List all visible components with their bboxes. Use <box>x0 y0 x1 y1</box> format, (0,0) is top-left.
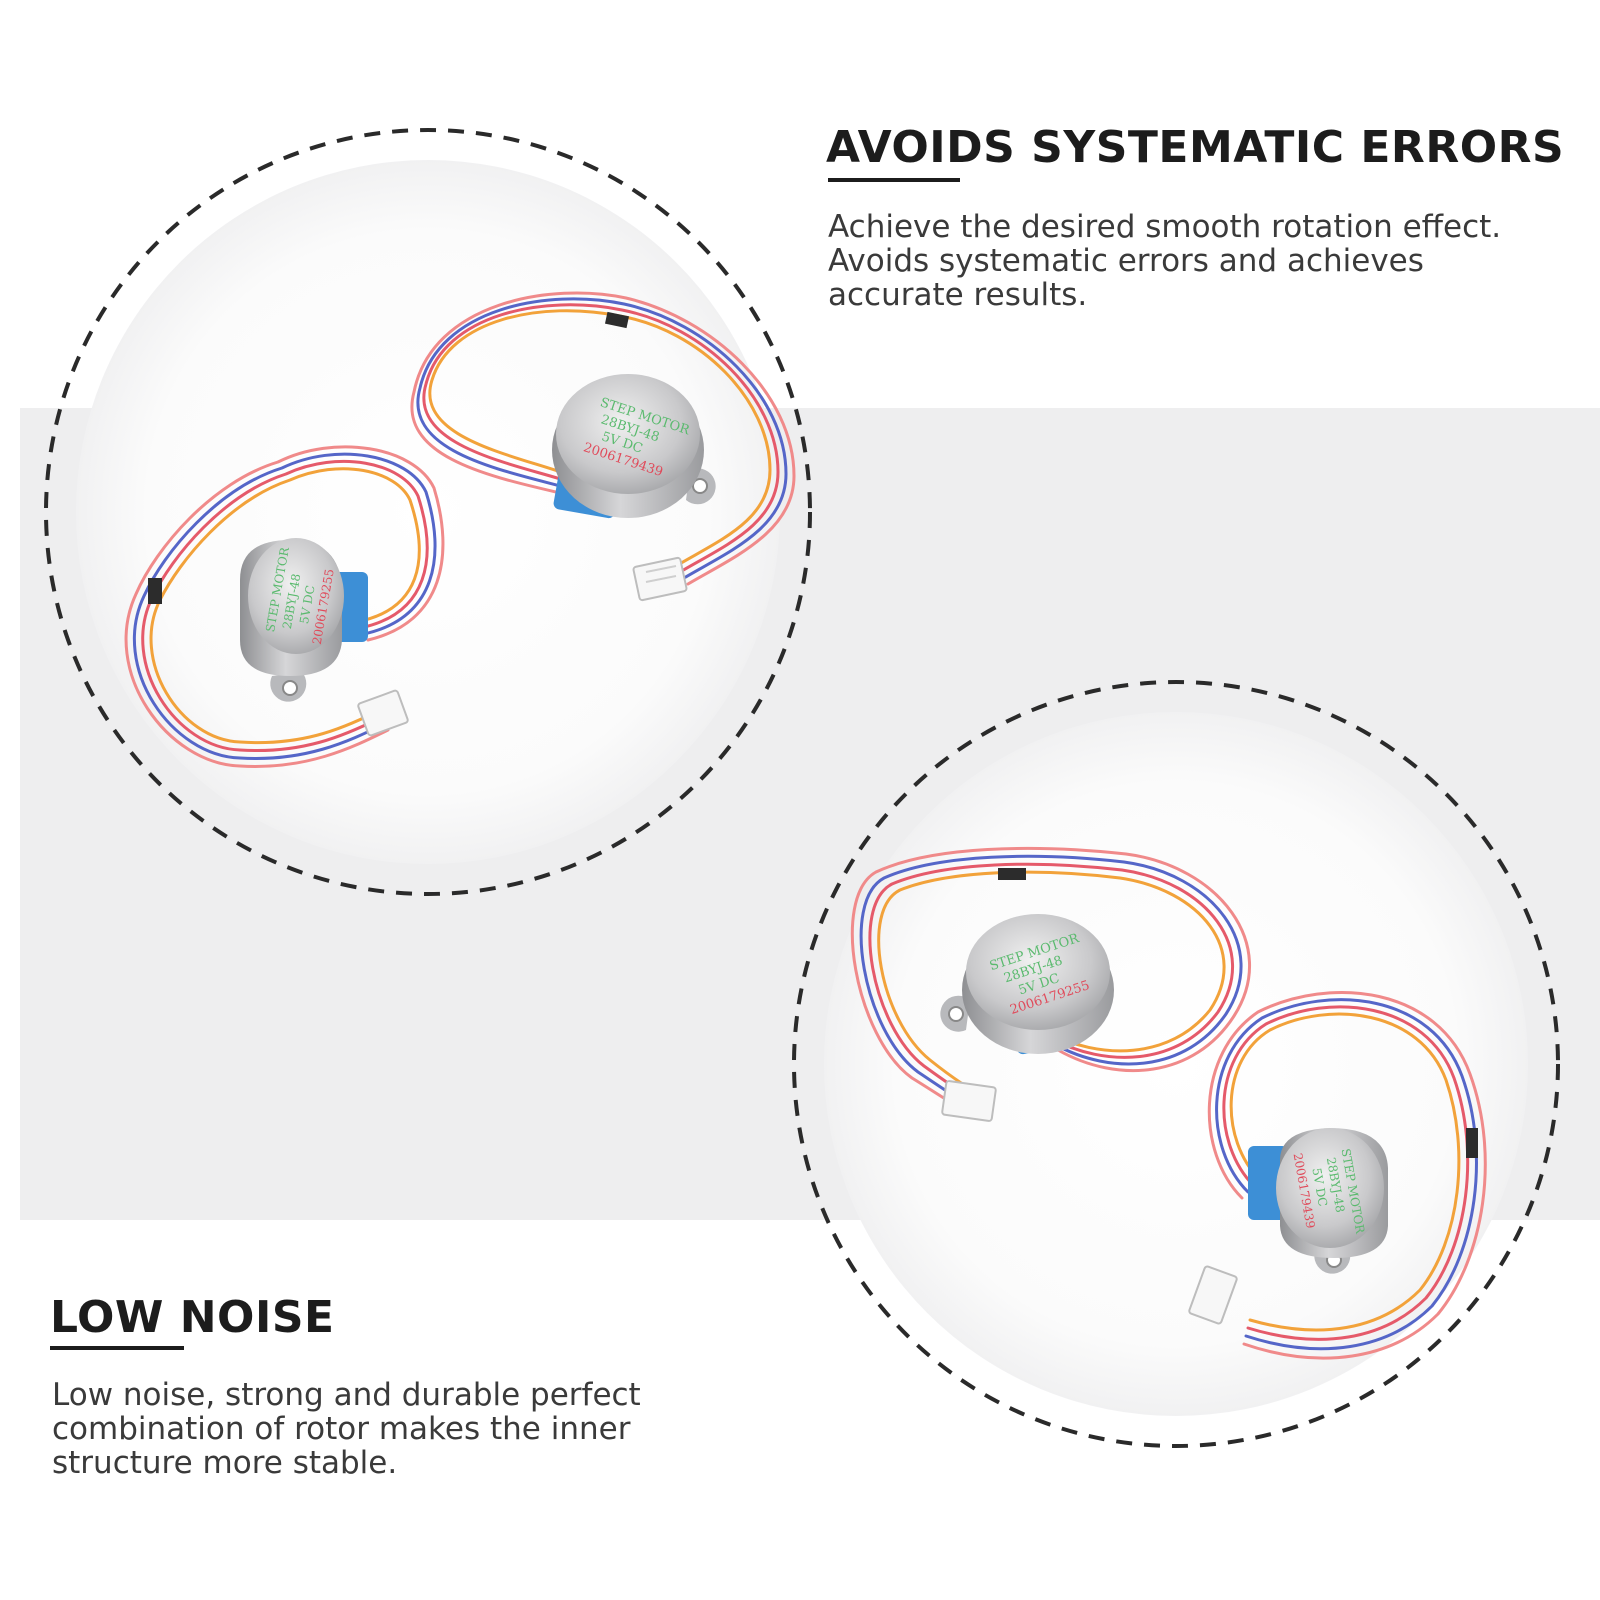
photo-circle-top: STEP MOTOR 28BYJ-48 5V DC 2006179439 <box>44 128 812 896</box>
wire-bundle <box>850 846 1252 1120</box>
cable-marker <box>998 868 1026 880</box>
wire-connector <box>941 1080 997 1122</box>
feature-description-systematic-errors: Achieve the desired smooth rotation effe… <box>828 209 1502 313</box>
title-underline <box>828 178 960 182</box>
motor-label-voltage: 5V DC <box>1309 1167 1330 1208</box>
wire-connector <box>632 556 688 602</box>
wire-bundle <box>124 445 445 768</box>
motor-label-voltage: 5V DC <box>297 584 318 625</box>
wire-connector <box>1188 1265 1238 1325</box>
title-underline <box>50 1346 184 1350</box>
feature-title-systematic-errors: AVOIDS SYSTEMATIC ERRORS <box>826 122 1565 173</box>
cable-marker <box>148 578 162 604</box>
stepper-motor-b: STEP MOTOR 28BYJ-48 5V DC 2006179255 <box>240 538 368 702</box>
cable-marker <box>604 311 630 329</box>
stepper-motor-d: STEP MOTOR 28BYJ-48 5V DC 2006179439 <box>1248 1128 1388 1274</box>
stepper-motor-c: STEP MOTOR 28BYJ-48 5V DC 2006179255 <box>940 914 1114 1055</box>
feature-title-low-noise: LOW NOISE <box>50 1292 335 1343</box>
stepper-motor-a: STEP MOTOR 28BYJ-48 5V DC 2006179439 <box>552 374 716 519</box>
wire-bundle <box>410 291 796 586</box>
photo-circle-bottom: STEP MOTOR 28BYJ-48 5V DC 2006179255 STE… <box>792 680 1560 1448</box>
cable-marker <box>1466 1128 1478 1158</box>
feature-description-low-noise: Low noise, strong and durable perfect co… <box>52 1377 641 1481</box>
wire-bundle <box>1207 990 1487 1360</box>
wire-connector <box>357 689 409 737</box>
